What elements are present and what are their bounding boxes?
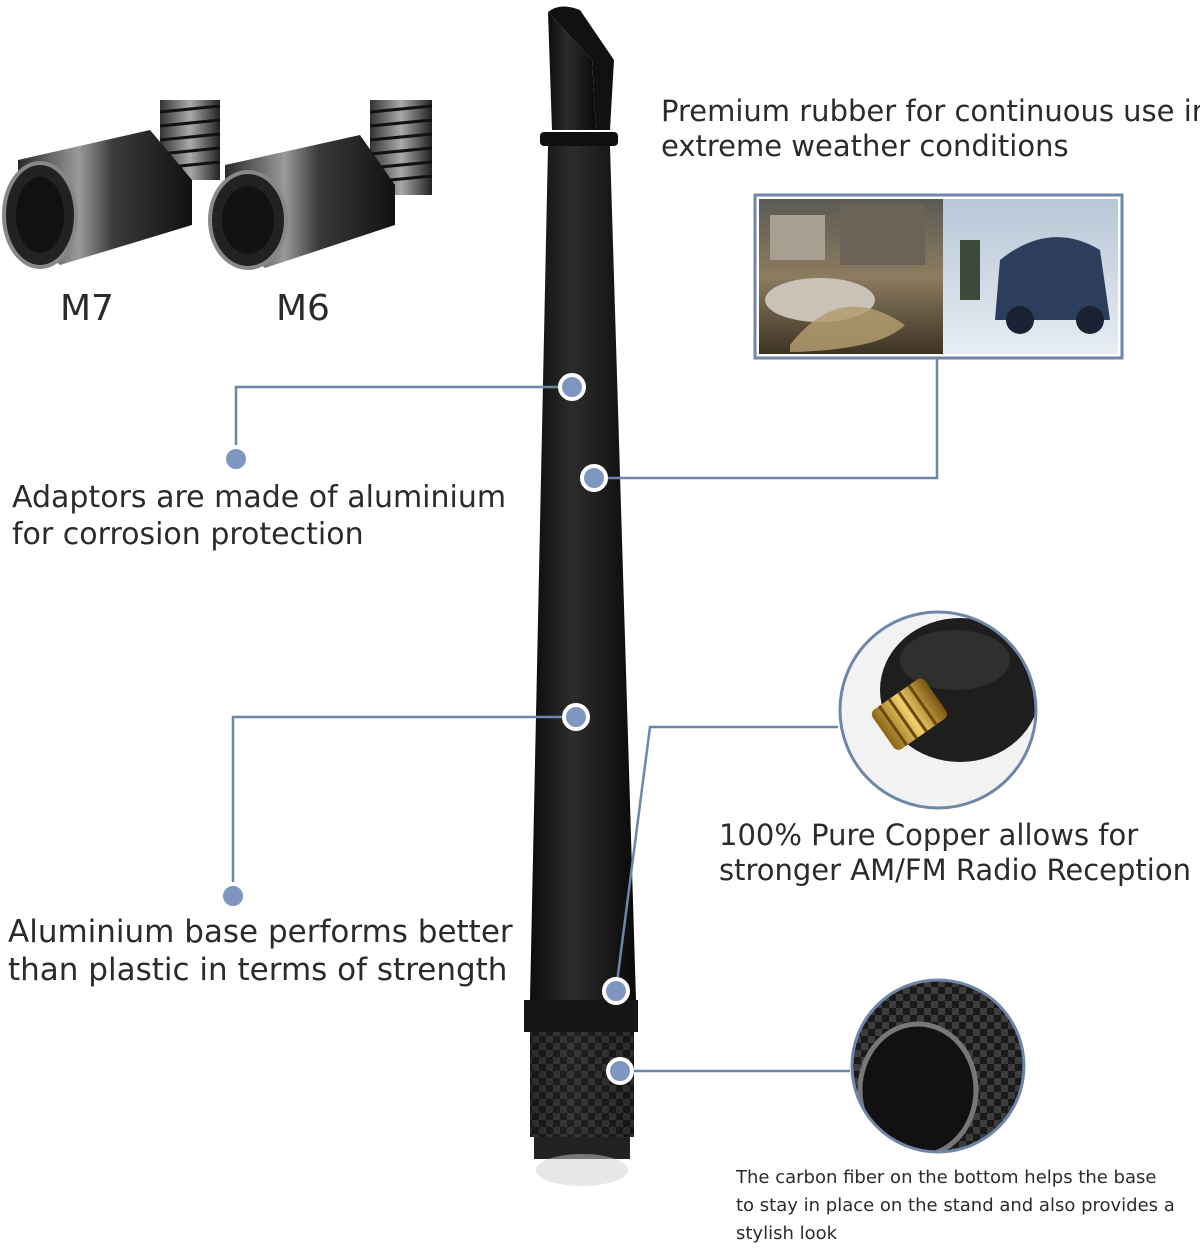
- weather-photo: [753, 193, 1124, 360]
- rubber-feature-text: Premium rubber for continuous use in ext…: [661, 94, 1200, 165]
- m6-label: M6: [276, 288, 330, 329]
- copper-line-2: stronger AM/FM Radio Reception: [719, 853, 1191, 888]
- adaptor-feature-text: Adaptors are made of aluminium for corro…: [12, 480, 506, 553]
- callout-lines: [231, 358, 939, 1073]
- carbon-line-2: to stay in place on the stand and also p…: [736, 1194, 1175, 1216]
- base-line-1: Aluminium base performs better: [8, 914, 513, 950]
- carbon-feature-text: The carbon fiber on the bottom helps the…: [736, 1164, 1175, 1248]
- callout-dots: [219, 373, 634, 1085]
- rubber-line-2: extreme weather conditions: [661, 129, 1069, 164]
- copper-feature-text: 100% Pure Copper allows for stronger AM/…: [719, 818, 1191, 889]
- m7-adapter-icon: [2, 100, 221, 269]
- base-feature-text: Aluminium base performs better than plas…: [8, 914, 513, 990]
- rubber-line-1: Premium rubber for continuous use in: [661, 94, 1200, 128]
- copper-line-1: 100% Pure Copper allows for: [719, 818, 1139, 852]
- copper-thread-icon: [838, 610, 1038, 810]
- carbon-line-3: stylish look: [736, 1222, 838, 1244]
- m7-label: M7: [60, 288, 114, 329]
- carbon-fiber-icon: [850, 978, 1026, 1154]
- carbon-line-1: The carbon fiber on the bottom helps the…: [736, 1167, 1157, 1188]
- adaptor-line-2: for corrosion protection: [12, 516, 364, 552]
- m6-adapter-icon: [208, 100, 433, 270]
- antenna-icon: [524, 6, 638, 1186]
- adaptor-line-1: Adaptors are made of aluminium: [12, 480, 507, 515]
- base-line-2: than plastic in terms of strength: [8, 951, 508, 988]
